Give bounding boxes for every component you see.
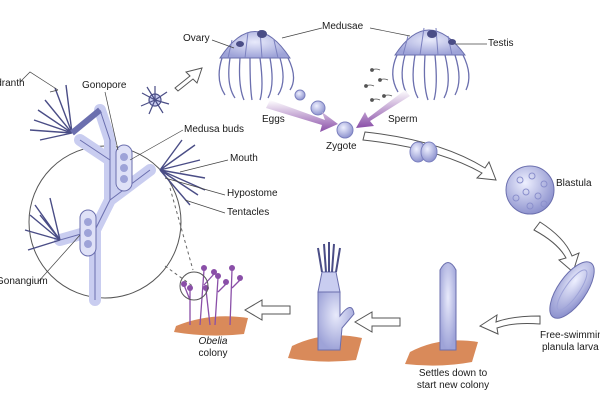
colony-label: colony	[198, 348, 228, 359]
arrow-to-colony	[244, 299, 291, 321]
planula-label-line2: planula larva	[542, 342, 599, 353]
hydranth-polyp-right	[159, 139, 206, 206]
young-polyp	[317, 242, 355, 351]
medusa-bud	[120, 153, 128, 161]
medusa-bud	[120, 175, 128, 183]
gonopore-label: Gonopore	[82, 80, 127, 91]
eggs-arrow	[266, 100, 338, 132]
substrate-colony	[174, 316, 248, 336]
blastula-ball	[505, 165, 555, 215]
medusa-bud	[84, 240, 92, 248]
substrate-settled	[405, 340, 478, 366]
mouth-label: Mouth	[230, 153, 258, 164]
tentacles-label: Tentacles	[227, 207, 270, 218]
egg	[310, 100, 326, 116]
testis-label: Testis	[488, 38, 514, 49]
arrow-to-planula	[533, 221, 580, 273]
sperm-label: Sperm	[388, 114, 418, 125]
medusa-female	[218, 29, 295, 101]
sperm-arrow	[356, 90, 410, 128]
settled-polyp	[439, 262, 457, 351]
medusa-male	[392, 27, 470, 101]
leader-lines	[37, 27, 487, 283]
gonangium-label: Gonangium	[0, 276, 48, 287]
medusa-bud	[120, 164, 128, 172]
sperm-cells	[364, 68, 393, 102]
hypostome-label: Hypostome	[227, 188, 278, 199]
arrow-to-settled	[478, 313, 541, 335]
two-cell-embryo	[409, 141, 438, 163]
planula-label-line1: Free-swimming	[540, 330, 600, 341]
hydranth-bracket	[19, 71, 59, 91]
zygote-cell	[336, 121, 354, 139]
arrow-to-medusae	[174, 67, 203, 92]
ovary-label: Ovary	[183, 33, 210, 44]
small-colony-zoom-circle	[179, 271, 209, 301]
blastula-label: Blastula	[556, 178, 592, 189]
eggs-label: Eggs	[262, 114, 285, 125]
obelia-label: Obelia	[198, 336, 228, 347]
egg	[294, 89, 306, 101]
released-medusa-small	[140, 86, 170, 115]
hydranth-label: Hydranth	[0, 78, 25, 89]
zoom-line	[169, 187, 194, 271]
arrow-to-blastula	[362, 131, 497, 181]
settles-label-line2: start new colony	[416, 380, 490, 391]
hydranth-polyp-large	[29, 84, 102, 141]
hydranth-polyp-left	[24, 197, 61, 251]
colony-stalk	[54, 104, 156, 306]
zygote-label: Zygote	[326, 141, 357, 152]
medusa-buds-label: Medusa buds	[184, 124, 245, 135]
planula-larva	[549, 261, 595, 319]
zoom-line	[164, 265, 195, 288]
small-colony-tips	[181, 265, 243, 291]
medusae-label: Medusae	[322, 21, 364, 32]
medusa-bud	[84, 218, 92, 226]
settles-label-line1: Settles down to	[418, 368, 488, 379]
medusa-bud	[84, 229, 92, 237]
arrow-to-young-polyp	[354, 311, 401, 333]
